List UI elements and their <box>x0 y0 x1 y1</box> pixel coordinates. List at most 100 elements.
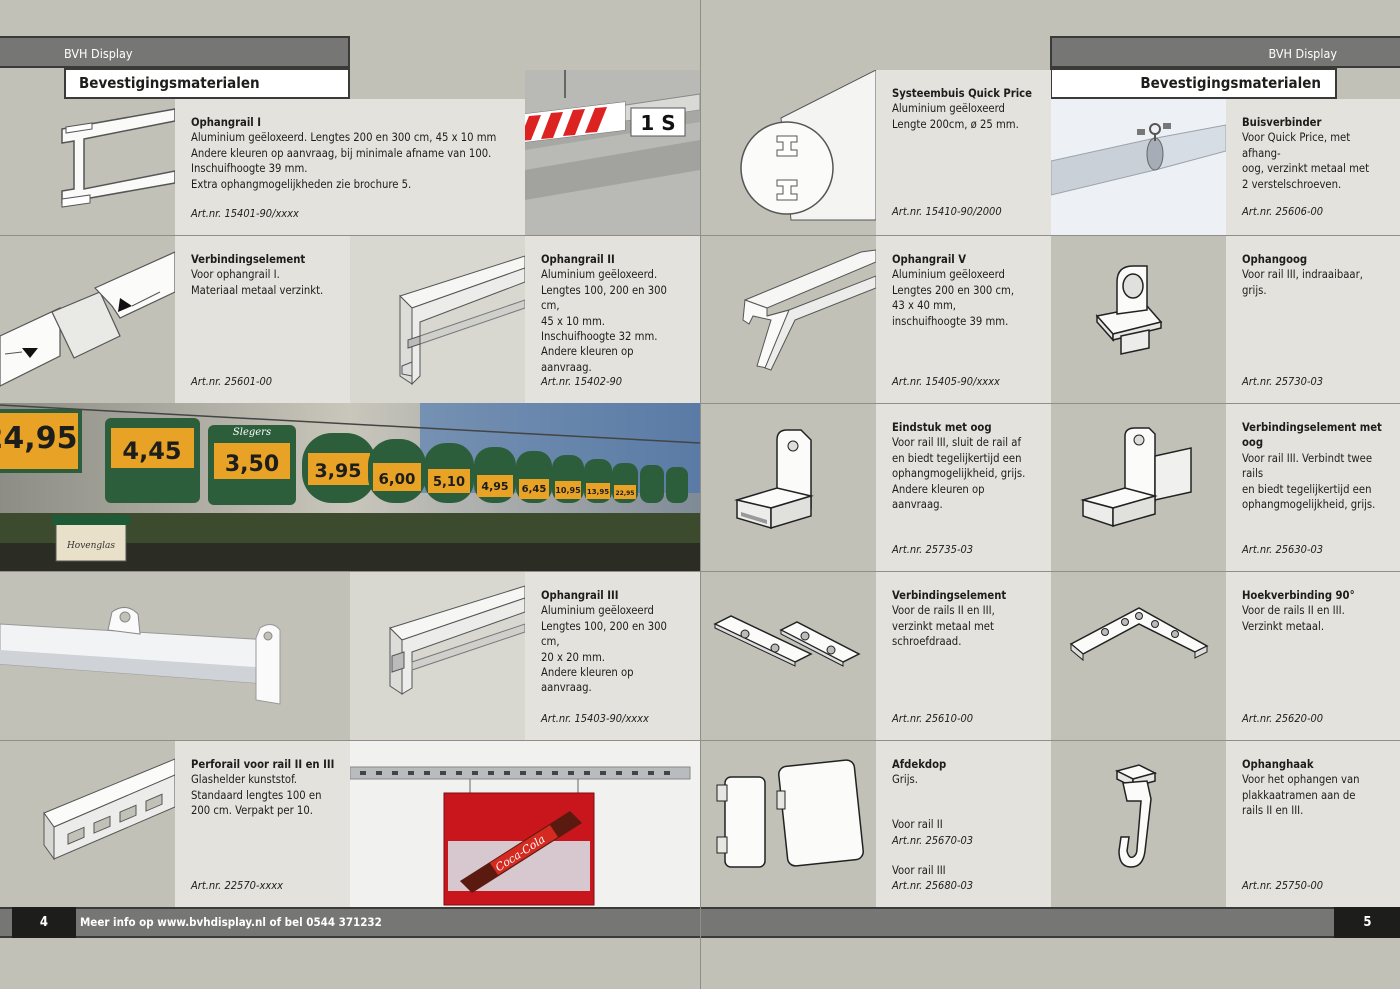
product-title: Buisverbinder <box>1242 116 1322 129</box>
hoekverbinding-text: Hoekverbinding 90° Voor de rails II en I… <box>1226 572 1400 740</box>
ophangrail-i-image <box>0 99 175 235</box>
row-divider <box>0 235 700 236</box>
product-desc-line: 20 x 20 mm. <box>541 650 605 664</box>
article-number: Art.nr. 25620-00 <box>1242 712 1324 725</box>
article-number: Art.nr. 25735-03 <box>892 543 974 556</box>
verbindingselement-met-oog-image <box>1051 404 1226 571</box>
ophangrail-v-text: Ophangrail V Aluminium geëloxeerd Lengte… <box>876 236 1051 403</box>
verbindingsstrip-image <box>701 572 876 740</box>
article-number: Art.nr. 15401-90/xxxx <box>191 207 299 220</box>
sign-rail-photo: 1 S <box>525 70 700 235</box>
product-title: Ophangoog <box>1242 253 1308 266</box>
ophanghaak-image <box>1051 741 1226 907</box>
verbindingselement-strip-text: Verbindingselement Voor de rails II en I… <box>876 572 1051 740</box>
product-desc-line: Extra ophangmogelijkheden zie brochure 5… <box>191 177 412 191</box>
row-divider <box>0 571 700 572</box>
product-desc-line: Voor ophangrail I. <box>191 268 280 282</box>
product-desc-line: Verzinkt metaal. <box>1242 619 1325 633</box>
row-divider <box>0 740 700 741</box>
product-desc-line: schroefdraad. <box>892 635 962 649</box>
product-title: Afdekdop <box>892 758 947 771</box>
product-desc-line: Voor de rails II en III. <box>1242 604 1345 618</box>
product-title: Verbindingselement met oog <box>1242 421 1382 450</box>
price-label: 3,95 <box>315 460 362 482</box>
product-title: Ophangrail III <box>541 589 619 602</box>
product-desc-line: Materiaal metaal verzinkt. <box>191 283 324 297</box>
perforail-image <box>0 741 175 907</box>
row-divider <box>701 235 1400 236</box>
product-title: Ophangrail I <box>191 116 261 129</box>
price-label: 24,95 <box>0 421 77 456</box>
product-desc-line: Andere kleuren op aanvraag. <box>541 666 634 695</box>
product-desc-line: Grijs. <box>892 773 918 787</box>
ophanghaak-text: Ophanghaak Voor het ophangen van plakkaa… <box>1226 741 1400 907</box>
article-number: Art.nr. 15403-90/xxxx <box>541 712 649 725</box>
product-desc-line: Aluminium geëloxeerd <box>541 604 654 618</box>
ophangrail-i-text: Ophangrail I Aluminium geëloxeerd. Lengt… <box>175 99 525 235</box>
price-label: 10,95 <box>555 486 581 495</box>
verbindingselement-image <box>0 236 175 403</box>
article-number: Art.nr. 25750-00 <box>1242 879 1324 892</box>
variant-label: Voor rail III <box>892 864 946 877</box>
eindstuk-met-oog-text: Eindstuk met oog Voor rail III, sluit de… <box>876 404 1051 571</box>
section-title: Bevestigingsmaterialen <box>1050 68 1337 99</box>
product-desc-line: Andere kleuren op aanvraag, bij minimale… <box>191 146 492 160</box>
price-label: 6,00 <box>378 470 415 488</box>
brand-header: BVH Display <box>0 36 350 68</box>
left-page: BVH Display Bevestigingsmaterialen Ophan… <box>0 36 700 938</box>
page-number: 4 <box>12 907 76 938</box>
store-logo: Slegers <box>233 427 271 438</box>
verbindingselement-met-oog-text: Verbindingselement met oog Voor rail III… <box>1226 404 1400 571</box>
product-desc-line: Voor het ophangen van <box>1242 773 1360 787</box>
footer-bar <box>701 907 1400 938</box>
product-title: Hoekverbinding 90° <box>1242 589 1355 602</box>
rail-with-eye-photo <box>0 572 350 740</box>
article-number: Art.nr. 25606-00 <box>1242 205 1324 218</box>
product-desc-line: oog, verzinkt metaal met <box>1242 162 1370 176</box>
product-title: Ophanghaak <box>1242 758 1314 771</box>
product-desc-line: plakkaatramen aan de <box>1242 788 1356 802</box>
product-desc-line: Standaard lengtes 100 en <box>191 788 322 802</box>
price-label: 22,95 <box>616 490 635 497</box>
product-desc-line: 200 cm. Verpakt per 10. <box>191 804 313 818</box>
ophangrail-iii-image <box>350 572 525 740</box>
store-stand-label: Hovenglas <box>66 541 115 551</box>
right-page: BVH Display Bevestigingsmaterialen Syste… <box>700 0 1400 989</box>
price-label: 4,45 <box>122 437 181 465</box>
product-desc-line: Glashelder kunststof. <box>191 773 297 787</box>
product-desc-line: Andere kleuren op aanvraag. <box>541 345 634 374</box>
product-desc-line: ophangmogelijkheid, grijs. <box>892 467 1026 481</box>
variant-label: Voor rail II <box>892 818 943 831</box>
page-number: 5 <box>1334 907 1400 938</box>
product-desc-line: Voor Quick Price, met afhang- <box>1242 131 1351 160</box>
hoekverbinding-image <box>1051 572 1226 740</box>
ophangrail-iii-text: Ophangrail III Aluminium geëloxeerd Leng… <box>525 572 700 740</box>
article-number: Art.nr. 25670-03 <box>892 834 974 847</box>
product-desc-line: Inschuifhoogte 39 mm. <box>191 162 308 176</box>
article-number: Art.nr. 25601-00 <box>191 375 273 388</box>
product-desc-line: ophangmogelijkheid, grijs. <box>1242 498 1376 512</box>
product-desc-line: Lengtes 200 en 300 cm, <box>892 283 1015 297</box>
sign-label: 1 S <box>640 111 675 135</box>
ophangoog-image <box>1051 236 1226 403</box>
article-number: Art.nr. 15410-90/2000 <box>892 205 1002 218</box>
verbindingselement-text: Verbindingselement Voor ophangrail I. Ma… <box>175 236 350 403</box>
row-divider <box>701 403 1400 404</box>
systeembuis-text: Systeembuis Quick Price Aluminium geëlox… <box>876 70 1051 235</box>
product-title: Eindstuk met oog <box>892 421 992 434</box>
ophangrail-ii-text: Ophangrail II Aluminium geëloxeerd. Leng… <box>525 236 700 403</box>
product-desc-line: Voor rail III, sluit de rail af <box>892 436 1021 450</box>
product-title: Verbindingselement <box>892 589 1007 602</box>
product-desc-line: Inschuifhoogte 32 mm. <box>541 330 658 344</box>
product-title: Ophangrail V <box>892 253 967 266</box>
product-desc-line: Voor de rails II en III, <box>892 604 995 618</box>
product-title: Systeembuis Quick Price <box>892 87 1032 100</box>
afdekdop-image <box>701 741 876 907</box>
product-desc-line: 2 verstelschroeven. <box>1242 177 1342 191</box>
product-desc-line: 45 x 10 mm. <box>541 314 605 328</box>
buisverbinder-text: Buisverbinder Voor Quick Price, met afha… <box>1226 99 1400 235</box>
row-divider <box>701 571 1400 572</box>
product-desc-line: 43 x 40 mm, <box>892 299 956 313</box>
product-desc-line: verzinkt metaal met <box>892 619 994 633</box>
product-title: Verbindingselement <box>191 253 306 266</box>
